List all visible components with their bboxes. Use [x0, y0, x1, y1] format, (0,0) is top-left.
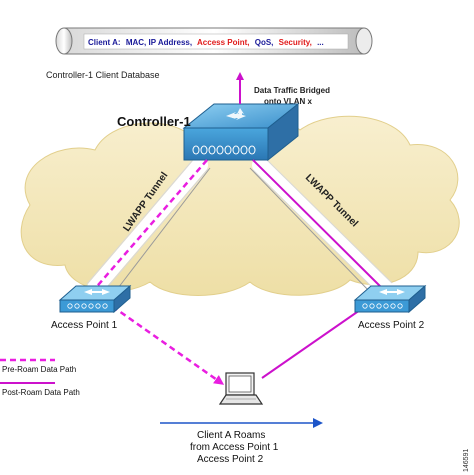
record-prefix: Client A: [88, 38, 121, 47]
controller-label: Controller-1 [117, 114, 191, 129]
database-label: Controller-1 Client Database [46, 70, 160, 80]
record-access-point: Access Point, [197, 38, 249, 47]
ap1-link-line [114, 167, 211, 293]
bridged-note-line1: Data Traffic Bridged [254, 86, 330, 95]
ap2-link-line [249, 167, 371, 293]
bridged-note-line2: onto VLAN x [264, 97, 313, 106]
client-record: Client A: MAC, IP Address, Access Point,… [88, 38, 324, 47]
figure-id: 146591 [463, 449, 470, 472]
controller-device [182, 102, 300, 162]
client-database-icon [55, 27, 373, 55]
legend-post-roam-label: Post-Roam Data Path [2, 388, 80, 397]
access-point-2-device [353, 284, 427, 314]
access-point-2-label: Access Point 2 [358, 320, 425, 331]
record-ellipsis: ... [317, 38, 324, 47]
laptop-icon [218, 372, 264, 405]
access-point-1-label: Access Point 1 [51, 320, 118, 331]
lwapp-tunnel-right [252, 157, 393, 296]
record-fields-1: MAC, IP Address, [126, 38, 192, 47]
roam-caption-line3: Access Point 2 [197, 454, 264, 465]
access-point-1-device [58, 284, 132, 314]
legend-pre-roam-label: Pre-Roam Data Path [2, 365, 76, 374]
record-qos: QoS, [255, 38, 274, 47]
roam-caption-line2: from Access Point 1 [190, 442, 279, 453]
legend: Pre-Roam Data Path Post-Roam Data Path [0, 358, 80, 397]
roam-caption-line1: Client A Roams [197, 430, 265, 441]
record-security: Security, [279, 38, 312, 47]
